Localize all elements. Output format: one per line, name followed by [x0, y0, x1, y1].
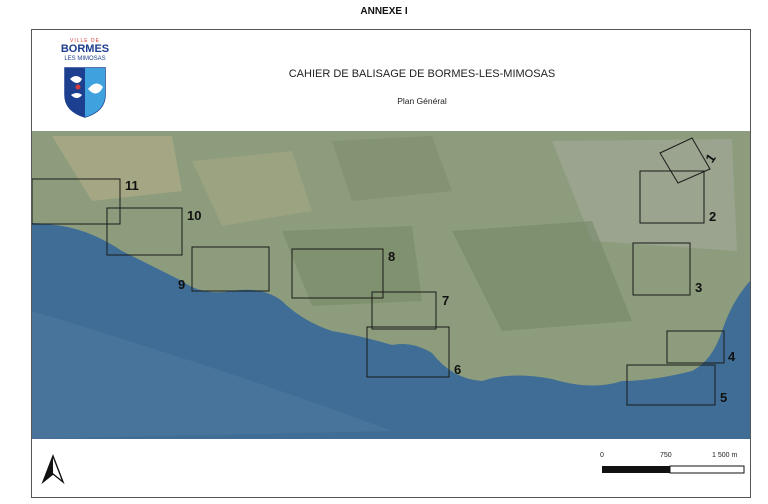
zone-box-4[interactable] — [666, 330, 725, 364]
zone-box-10[interactable] — [106, 207, 183, 256]
zone-box-8[interactable] — [291, 248, 384, 299]
logo-name-bormes: BORMES — [60, 43, 110, 55]
scale-label-0: 0 — [600, 452, 604, 459]
aerial-map[interactable]: 1 2 3 4 5 6 7 8 9 10 11 — [32, 131, 750, 439]
sea-tint — [32, 311, 392, 439]
annexe-heading: ANNEXE I — [360, 6, 408, 17]
zone-label-10: 10 — [187, 208, 201, 223]
map-sheet: VILLE DE BORMES LES MIMOSAS CAHIER DE BA… — [31, 29, 751, 498]
scale-label-1500: 1 500 m — [712, 452, 738, 459]
map-subtitle: Plan Général — [397, 96, 447, 106]
scale-label-750: 750 — [660, 452, 672, 459]
city-logo: VILLE DE BORMES LES MIMOSAS — [58, 38, 112, 118]
zone-box-3[interactable] — [632, 242, 691, 296]
logo-name-mimosas: LES MIMOSAS — [64, 56, 106, 62]
zone-box-5[interactable] — [626, 364, 716, 406]
forest-area — [452, 221, 632, 331]
map-title: CAHIER DE BALISAGE DE BORMES-LES-MIMOSAS — [288, 68, 556, 80]
zone-box-2[interactable] — [639, 170, 705, 224]
scale-bar-graphic — [602, 465, 745, 474]
field-texture — [192, 151, 312, 226]
zone-box-7[interactable] — [371, 291, 437, 330]
zone-box-6[interactable] — [366, 326, 450, 378]
zone-label-9: 9 — [178, 277, 185, 292]
zone-label-3: 3 — [695, 280, 702, 295]
zone-label-5: 5 — [720, 390, 727, 405]
forest-area — [282, 226, 422, 306]
logo-ville-text: VILLE DE — [70, 38, 100, 44]
field-texture — [332, 136, 452, 201]
scale-bar: 0 750 1 500 m — [600, 452, 750, 482]
zone-box-11[interactable] — [32, 178, 121, 225]
zone-label-7: 7 — [442, 293, 449, 308]
zone-label-4: 4 — [728, 349, 736, 364]
coat-of-arms-icon — [64, 67, 106, 118]
zone-label-11: 11 — [125, 178, 139, 193]
zone-label-2: 2 — [709, 209, 716, 224]
zone-box-1[interactable] — [659, 137, 711, 184]
field-texture — [52, 136, 182, 201]
zone-label-6: 6 — [454, 362, 461, 377]
zone-box-9[interactable] — [191, 246, 270, 292]
zone-label-8: 8 — [388, 249, 395, 264]
north-arrow-icon — [41, 454, 65, 485]
balisage-zones — [32, 137, 725, 406]
